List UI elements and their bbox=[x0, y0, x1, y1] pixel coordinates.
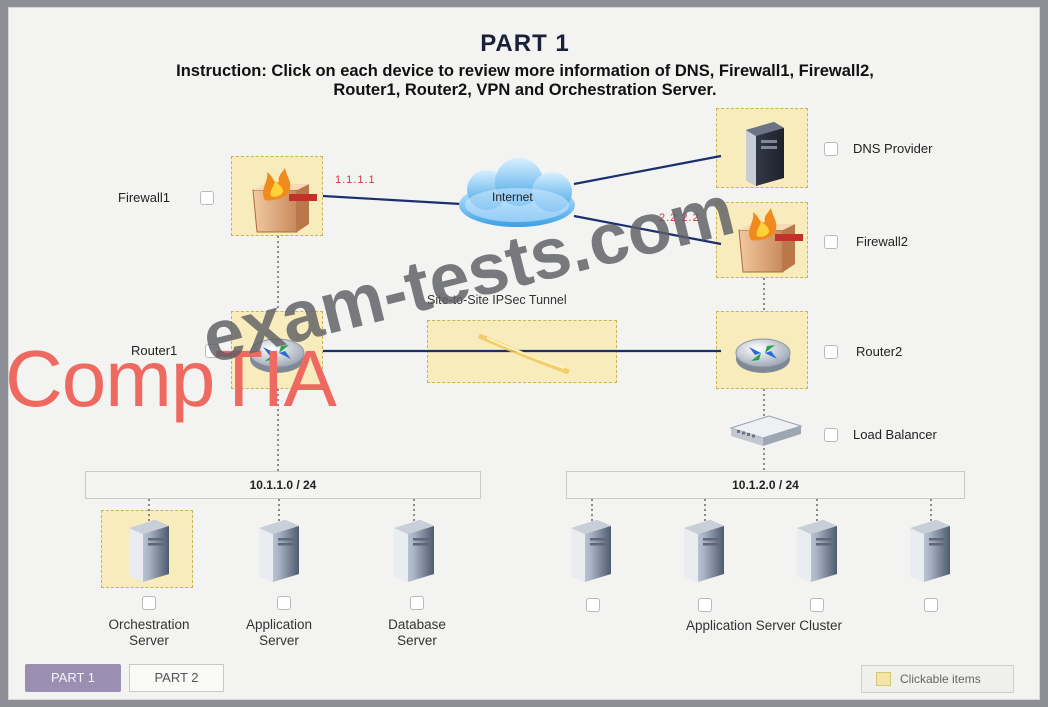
application-server-checkbox[interactable] bbox=[277, 596, 291, 610]
internet-cloud-icon[interactable] bbox=[459, 158, 575, 227]
diagram-frame: PART 1 Instruction: Click on each device… bbox=[8, 7, 1040, 700]
vpn-tunnel-icon bbox=[478, 333, 570, 375]
firewall2-ip: 2.2.2.2 bbox=[659, 212, 700, 224]
cluster-server-4-checkbox[interactable] bbox=[924, 598, 938, 612]
database-label-line2: Server bbox=[397, 633, 437, 648]
load-balancer-icon bbox=[729, 415, 803, 446]
application-label-line1: Application bbox=[245, 617, 313, 632]
orchestration-label-line2: Server bbox=[129, 633, 169, 648]
database-server-checkbox[interactable] bbox=[410, 596, 424, 610]
page-title: PART 1 bbox=[480, 30, 570, 57]
instruction-line-1: Instruction: Click on each device to rev… bbox=[176, 62, 874, 80]
database-label-line1: Database bbox=[388, 617, 446, 632]
cluster-server-3-icon[interactable] bbox=[797, 520, 837, 582]
firewall1-ip: 1.1.1.1 bbox=[335, 174, 376, 186]
legend-swatch bbox=[876, 672, 891, 686]
application-label-line2: Server bbox=[259, 633, 299, 648]
wan-links bbox=[322, 154, 722, 353]
router1-label: Router1 bbox=[131, 343, 178, 358]
dns-provider-label: DNS Provider bbox=[853, 141, 933, 156]
dns-server-icon bbox=[746, 122, 784, 186]
load-balancer-label: Load Balancer bbox=[853, 427, 937, 442]
cluster-server-2-icon[interactable] bbox=[684, 520, 724, 582]
subnet-10-1-2-0: 10.1.2.0 / 24 bbox=[566, 471, 965, 499]
tab-part-1[interactable]: PART 1 bbox=[25, 664, 121, 692]
router1-icon bbox=[249, 338, 305, 373]
legend-label: Clickable items bbox=[900, 672, 981, 686]
comptia-watermark: CompTIA bbox=[8, 334, 337, 423]
cluster-server-4-icon[interactable] bbox=[910, 520, 950, 582]
router2-label: Router2 bbox=[856, 344, 903, 359]
network-diagram bbox=[129, 122, 950, 582]
dotted-links bbox=[148, 236, 932, 524]
ipsec-tunnel-label: Site-to-Site IPSec Tunnel bbox=[427, 293, 567, 307]
lan-servers bbox=[129, 520, 950, 582]
firewall1-checkbox[interactable] bbox=[200, 191, 214, 205]
application-server-label: Application Server bbox=[219, 617, 339, 649]
firewall1-icon bbox=[252, 168, 317, 233]
cluster-server-2-checkbox[interactable] bbox=[698, 598, 712, 612]
router2-icon bbox=[735, 338, 791, 373]
load-balancer-checkbox[interactable] bbox=[824, 428, 838, 442]
cluster-server-3-checkbox[interactable] bbox=[810, 598, 824, 612]
application-server-icon[interactable] bbox=[259, 520, 299, 582]
cluster-server-1-icon[interactable] bbox=[571, 520, 611, 582]
router1-checkbox[interactable] bbox=[205, 344, 219, 358]
firewall2-checkbox[interactable] bbox=[824, 235, 838, 249]
firewall2-icon bbox=[738, 208, 803, 273]
orchestration-server-checkbox[interactable] bbox=[142, 596, 156, 610]
internet-label: Internet bbox=[492, 190, 533, 204]
subnet-10-1-1-0: 10.1.1.0 / 24 bbox=[85, 471, 481, 499]
database-server-label: Database Server bbox=[357, 617, 477, 649]
orchestration-label-line1: Orchestration bbox=[108, 617, 190, 632]
orchestration-server-label: Orchestration Server bbox=[89, 617, 209, 649]
dns-provider-checkbox[interactable] bbox=[824, 142, 838, 156]
database-server-icon[interactable] bbox=[394, 520, 434, 582]
tab-part-2[interactable]: PART 2 bbox=[129, 664, 224, 692]
clickable-items-legend: Clickable items bbox=[861, 665, 1014, 693]
router2-checkbox[interactable] bbox=[824, 345, 838, 359]
cluster-server-1-checkbox[interactable] bbox=[586, 598, 600, 612]
firewall1-label: Firewall1 bbox=[118, 190, 171, 205]
orchestration-server-icon[interactable] bbox=[129, 520, 169, 582]
application-server-cluster-label: Application Server Cluster bbox=[685, 618, 843, 633]
firewall2-label: Firewall2 bbox=[856, 234, 909, 249]
instruction-line-2: Router1, Router2, VPN and Orchestration … bbox=[333, 81, 717, 99]
